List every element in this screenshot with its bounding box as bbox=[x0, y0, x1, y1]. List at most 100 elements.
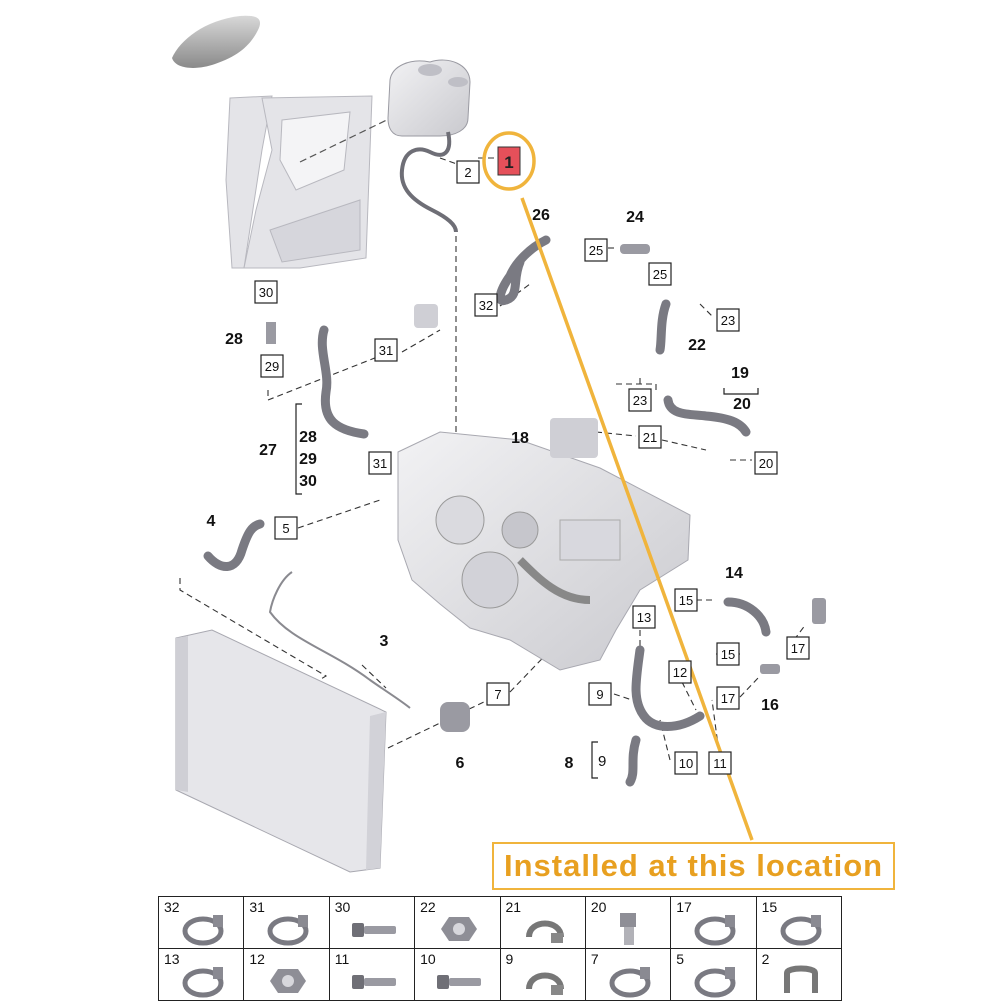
boxed-label-10[interactable]: 10 bbox=[674, 751, 698, 775]
part-number: 31 bbox=[249, 899, 265, 915]
boxed-label-25[interactable]: 25 bbox=[584, 238, 608, 262]
body-frame bbox=[225, 95, 373, 269]
car-silhouette-icon bbox=[172, 15, 261, 68]
part-number: 15 bbox=[761, 899, 778, 915]
body-frame-line bbox=[299, 115, 396, 163]
svg-text:31: 31 bbox=[379, 343, 393, 358]
parts-table-cell-2[interactable]: 2 bbox=[755, 948, 843, 1001]
boxed-label-20[interactable]: 20 bbox=[754, 451, 778, 475]
part-1-highlight[interactable]: 1 bbox=[497, 146, 521, 176]
parts-table-cell-22[interactable]: 22 bbox=[414, 896, 501, 949]
boxed-label-2[interactable]: 2 bbox=[456, 160, 480, 184]
wire-harness bbox=[268, 571, 411, 709]
svg-text:15: 15 bbox=[721, 647, 735, 662]
part-number: 13 bbox=[164, 951, 180, 967]
part-number: 20 bbox=[590, 899, 607, 915]
part-label-8: 8 bbox=[565, 755, 574, 772]
part-label-19: 19 bbox=[731, 365, 749, 382]
part-number: 9 bbox=[505, 951, 514, 967]
boxed-label-12[interactable]: 12 bbox=[668, 660, 692, 684]
svg-text:21: 21 bbox=[643, 430, 657, 445]
part-label-3: 3 bbox=[380, 633, 389, 650]
svg-text:1: 1 bbox=[504, 153, 513, 172]
svg-text:20: 20 bbox=[759, 456, 773, 471]
svg-text:17: 17 bbox=[721, 691, 735, 706]
parts-table-cell-20[interactable]: 20 bbox=[584, 896, 672, 949]
parts-table-cell-31[interactable]: 31 bbox=[243, 896, 330, 949]
part-label-27: 27 bbox=[259, 442, 277, 459]
part-number: 10 bbox=[420, 951, 436, 967]
boxed-label-15[interactable]: 15 bbox=[716, 642, 740, 666]
small-parts bbox=[266, 244, 826, 732]
svg-text:13: 13 bbox=[637, 610, 651, 625]
part-label-20: 20 bbox=[733, 396, 751, 413]
parts-table-cell-30[interactable]: 30 bbox=[328, 896, 416, 949]
installed-location-callout: Installed at this location bbox=[492, 842, 896, 890]
expansion-tank bbox=[387, 59, 471, 137]
parts-table-cell-11[interactable]: 11 bbox=[328, 948, 416, 1001]
part-number: 5 bbox=[676, 951, 685, 967]
svg-text:30: 30 bbox=[259, 285, 273, 300]
part-label-28: 28 bbox=[299, 429, 317, 446]
part-label-28: 28 bbox=[225, 331, 243, 348]
boxed-label-17[interactable]: 17 bbox=[716, 686, 740, 710]
part-label-4: 4 bbox=[207, 513, 216, 530]
parts-table-cell-10[interactable]: 10 bbox=[414, 948, 501, 1001]
parts-table-cell-5[interactable]: 5 bbox=[670, 948, 757, 1001]
part-label-30: 30 bbox=[299, 473, 317, 490]
svg-text:23: 23 bbox=[633, 393, 647, 408]
part-number: 30 bbox=[334, 899, 351, 915]
svg-text:32: 32 bbox=[479, 298, 493, 313]
svg-text:17: 17 bbox=[791, 641, 805, 656]
part-number: 17 bbox=[676, 899, 692, 915]
location-pointer bbox=[482, 131, 754, 841]
boxed-label-32[interactable]: 32 bbox=[474, 293, 498, 317]
parts-table-cell-15[interactable]: 15 bbox=[755, 896, 843, 949]
coolant-hoses bbox=[203, 235, 771, 787]
boxed-label-11[interactable]: 11 bbox=[708, 751, 732, 775]
boxed-label-9[interactable]: 9 bbox=[588, 682, 612, 706]
part-label-24: 24 bbox=[626, 209, 644, 226]
parts-table-cell-7[interactable]: 7 bbox=[584, 948, 672, 1001]
boxed-label-17[interactable]: 17 bbox=[786, 636, 810, 660]
svg-text:15: 15 bbox=[679, 593, 693, 608]
engine-block bbox=[397, 431, 691, 671]
svg-text:9: 9 bbox=[596, 687, 603, 702]
part-number: 11 bbox=[334, 951, 350, 967]
parts-table-cell-12[interactable]: 12 bbox=[243, 948, 330, 1001]
svg-text:5: 5 bbox=[282, 521, 289, 536]
svg-text:25: 25 bbox=[589, 243, 603, 258]
boxed-label-13[interactable]: 13 bbox=[632, 605, 656, 629]
bracket-9-label: 9 bbox=[598, 753, 606, 770]
boxed-label-21[interactable]: 21 bbox=[638, 425, 662, 449]
parts-table-cell-17[interactable]: 17 bbox=[670, 896, 757, 949]
part-number: 7 bbox=[590, 951, 599, 967]
boxed-label-29[interactable]: 29 bbox=[260, 354, 284, 378]
boxed-label-31[interactable]: 31 bbox=[368, 451, 392, 475]
boxed-label-15[interactable]: 15 bbox=[674, 588, 698, 612]
part-label-6: 6 bbox=[456, 755, 465, 772]
boxed-part-labels: 2 32 31 31 29 30 5 25 25 23 23 21 20 15 15 13 12 17 17 9 10 1… bbox=[254, 160, 810, 775]
boxed-label-30[interactable]: 30 bbox=[254, 280, 278, 304]
part-number: 12 bbox=[249, 951, 265, 967]
boxed-label-5[interactable]: 5 bbox=[274, 516, 298, 540]
parts-table-cell-9[interactable]: 9 bbox=[499, 948, 586, 1001]
parts-table-cell-32[interactable]: 32 bbox=[157, 896, 245, 949]
svg-text:9: 9 bbox=[598, 753, 606, 770]
svg-text:10: 10 bbox=[679, 756, 693, 771]
boxed-label-31[interactable]: 31 bbox=[374, 338, 398, 362]
boxed-label-23[interactable]: 23 bbox=[628, 388, 652, 412]
parts-table-cell-13[interactable]: 13 bbox=[157, 948, 245, 1001]
parts-table-cell-21[interactable]: 21 bbox=[499, 896, 586, 949]
svg-text:29: 29 bbox=[265, 359, 279, 374]
boxed-label-25[interactable]: 25 bbox=[648, 262, 672, 286]
radiator bbox=[175, 629, 387, 873]
part-number: 22 bbox=[420, 899, 436, 915]
part-label-26: 26 bbox=[532, 207, 550, 224]
part-number: 32 bbox=[164, 899, 180, 915]
boxed-label-23[interactable]: 23 bbox=[716, 308, 740, 332]
boxed-label-7[interactable]: 7 bbox=[486, 682, 510, 706]
